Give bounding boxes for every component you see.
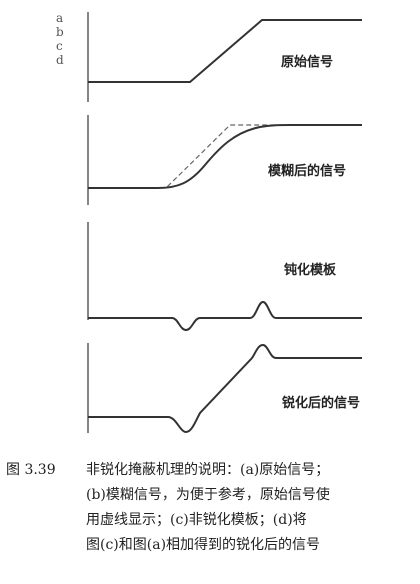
panel-c-label: 钝化模板 bbox=[284, 262, 337, 278]
panel-d-label: 锐化后的信号 bbox=[282, 395, 360, 411]
panel-original-signal: 原始信号 bbox=[87, 12, 362, 102]
unsharp-masking-figure: a b c d 原始信号 模糊后的信号 钝化模板 锐化后的信号 bbox=[56, 11, 362, 434]
caption-line-4: 图(c)和图(a)相加得到的锐化后的信号 bbox=[86, 537, 321, 553]
panel-a-label: 原始信号 bbox=[281, 54, 333, 70]
blurred-signal-curve bbox=[88, 124, 362, 189]
unsharp-mask-curve bbox=[88, 300, 362, 332]
caption-line-2: (b)模糊信号，为便于参考，原始信号使 bbox=[86, 487, 330, 503]
caption-line-1: 非锐化掩蔽机理的说明：(a)原始信号； bbox=[86, 462, 330, 478]
figure-caption: 图 3.39 非锐化掩蔽机理的说明：(a)原始信号； (b)模糊信号，为便于参考… bbox=[6, 458, 414, 558]
panel-blurred-signal: 模糊后的信号 bbox=[87, 115, 362, 205]
side-label-a: a bbox=[56, 11, 63, 25]
panel-sharpened-signal: 锐化后的信号 bbox=[87, 343, 362, 434]
caption-line-3: 用虚线显示；(c)非锐化模板；(d)将 bbox=[86, 512, 307, 528]
side-label-c: c bbox=[56, 39, 63, 53]
side-label-b: b bbox=[56, 25, 64, 39]
side-label-d: d bbox=[56, 53, 64, 67]
panel-unsharp-mask: 钝化模板 bbox=[87, 222, 362, 332]
original-signal-curve bbox=[88, 19, 362, 83]
panel-b-label: 模糊后的信号 bbox=[268, 163, 346, 179]
sharpened-signal-curve bbox=[88, 343, 362, 434]
caption-number: 图 3.39 bbox=[6, 462, 56, 478]
